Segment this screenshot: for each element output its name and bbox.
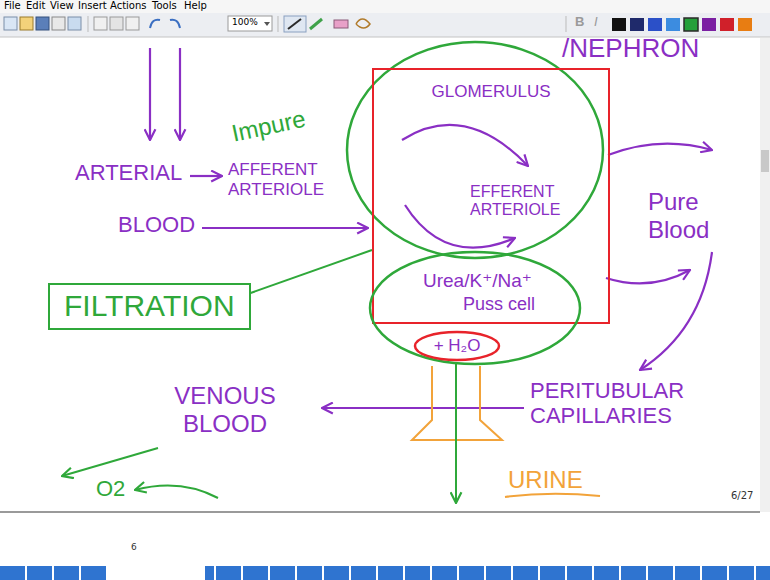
nephron-outline [347, 42, 603, 258]
structure-label: /NEPHRON [562, 34, 699, 64]
solute-label: Urea/K⁺/Na⁺ [423, 270, 532, 292]
annotation: Pure Blood [648, 188, 723, 243]
flow-arrow [190, 175, 222, 177]
page-number: 6/27 [731, 490, 753, 502]
urine-arrow [455, 364, 457, 503]
undo-icon [150, 20, 160, 28]
region-label: GLOMERULUS [374, 82, 608, 102]
pen-button [284, 16, 306, 32]
vessel-label: VENOUS BLOOD [160, 382, 290, 437]
highlighter-icon [310, 19, 322, 29]
region-ellipse: Urea/K⁺/Na⁺Puss cell + H₂O [368, 250, 582, 366]
page-number: 6 [131, 542, 137, 552]
solute-label: Puss cell [463, 294, 535, 315]
bold-button: B [575, 15, 584, 30]
tool-icon [36, 17, 49, 30]
color-swatch [738, 18, 752, 31]
menu-item: View [50, 0, 74, 12]
vessel-label: BLOOD [118, 212, 195, 237]
tool-icon [52, 17, 65, 30]
menu-bar [0, 0, 770, 13]
oxygen-arrow [135, 486, 218, 499]
color-swatch [684, 18, 698, 31]
menu-item: Actions [110, 0, 147, 12]
menu-item: Tools [152, 0, 177, 12]
page-strip [0, 566, 108, 580]
tool-icon [110, 17, 123, 30]
glomerulus-flow-arc [402, 125, 528, 166]
scrollbar-track [760, 38, 770, 512]
color-swatch [630, 18, 644, 31]
zoom-dropdown [228, 16, 272, 31]
page-edge [0, 511, 760, 513]
tool-icon [20, 17, 33, 30]
lasso-icon [356, 19, 370, 28]
pen-icon [288, 19, 301, 29]
italic-button: I [594, 15, 598, 30]
vessel-label: ARTERIAL [75, 160, 182, 185]
toolbar-separator [278, 16, 279, 32]
oxygen-arrow [62, 448, 158, 476]
vessel-label: PERITUBULAR CAPILLARIES [530, 378, 700, 429]
color-swatch [720, 18, 734, 31]
vessel-label: AFFERENT ARTERIOLE [228, 160, 340, 199]
toolbar-separator [88, 16, 89, 32]
water-label: + H₂O [434, 336, 481, 356]
color-swatch [612, 18, 626, 31]
vessel-label: EFFERENT ARTERIOLE [470, 183, 574, 220]
output-label: URINE [508, 466, 583, 494]
menu-item: File [4, 0, 21, 12]
zoom-value: 100% [232, 17, 258, 27]
annotation: Impure [229, 105, 308, 148]
venous-arrow [322, 407, 524, 409]
color-swatch [666, 18, 680, 31]
toolbar-icons [4, 16, 752, 32]
redo-icon [170, 20, 180, 28]
tool-icon [94, 17, 107, 30]
inflow-arrow [149, 48, 151, 140]
process-box: FILTRATION [48, 283, 251, 330]
toolbar-separator [566, 16, 567, 32]
ellipse-outline [415, 332, 499, 360]
page-strip [205, 566, 770, 580]
outflow-arrow [608, 144, 712, 155]
tool-icon [4, 17, 17, 30]
inflow-arrow [179, 48, 181, 140]
tool-icon [68, 17, 81, 30]
color-swatch [702, 18, 716, 31]
annotation: O2 [96, 476, 125, 501]
dropdown-arrow [264, 22, 270, 26]
color-swatch [648, 18, 662, 31]
tool-icon [126, 17, 139, 30]
menu-item: Edit [26, 0, 45, 12]
connector-line [251, 250, 372, 293]
ellipse-outline [370, 252, 580, 364]
region-ellipse: + H₂O [413, 330, 501, 362]
eraser-icon [334, 20, 348, 28]
menu-item: Insert [78, 0, 107, 12]
flow-arrow [202, 227, 368, 229]
outflow-arrow [640, 252, 712, 370]
menu-item: Help [184, 0, 207, 12]
urine-underline [505, 494, 600, 497]
outflow-arrow [606, 270, 690, 283]
process-label: FILTRATION [64, 289, 235, 324]
scrollbar-thumb [761, 150, 769, 172]
